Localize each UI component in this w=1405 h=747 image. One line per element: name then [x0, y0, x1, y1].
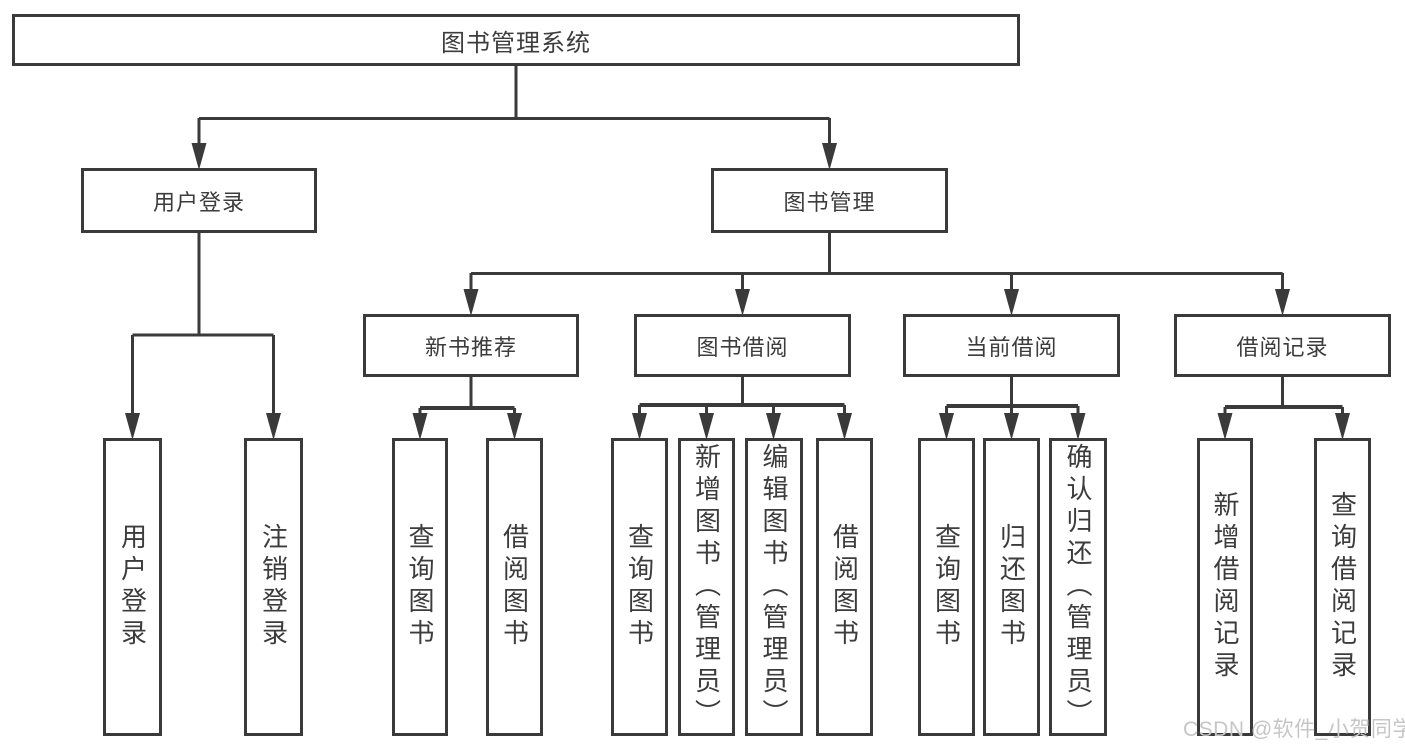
leaf-borrow-books-1-label: 借阅图书 [499, 523, 530, 651]
leaf-logout: 注销登录 [244, 438, 303, 736]
node-new-book-recommend: 新书推荐 [363, 314, 579, 377]
leaf-add-borrow-record-label: 新增借阅记录 [1210, 491, 1240, 683]
leaf-edit-books-admin-label: 编辑图书（管理员） [759, 443, 789, 731]
leaf-add-books-admin: 新增图书（管理员） [678, 438, 735, 736]
leaf-query-books-1-label: 查询图书 [405, 523, 435, 651]
node-current-borrowing: 当前借阅 [903, 314, 1120, 377]
csdn-watermark: CSDN @软件_小贺同学 [1183, 718, 1405, 741]
leaf-borrow-books-2-label: 借阅图书 [829, 523, 860, 651]
node-book-borrowing-label: 图书借阅 [696, 334, 789, 360]
leaf-logout-label: 注销登录 [258, 523, 289, 651]
leaf-query-borrow-record: 查询借阅记录 [1314, 438, 1371, 736]
leaf-borrow-books-1: 借阅图书 [486, 438, 543, 736]
node-new-book-recommend-label: 新书推荐 [424, 334, 517, 360]
leaf-query-books-3: 查询图书 [918, 438, 975, 736]
leaf-confirm-return-admin: 确认归还（管理员） [1049, 438, 1107, 736]
leaf-user-login-label: 用户登录 [117, 523, 148, 651]
node-borrowing-records-label: 借阅记录 [1236, 334, 1329, 360]
leaf-user-login: 用户登录 [103, 438, 162, 736]
node-book-management: 图书管理 [711, 168, 948, 233]
leaf-edit-books-admin: 编辑图书（管理员） [745, 438, 803, 736]
node-current-borrowing-label: 当前借阅 [965, 334, 1058, 360]
node-root-label: 图书管理系统 [441, 29, 591, 57]
leaf-return-books: 归还图书 [983, 438, 1040, 736]
node-user-login-label: 用户登录 [152, 189, 245, 215]
leaf-add-books-admin-label: 新增图书（管理员） [691, 443, 722, 731]
leaf-return-books-label: 归还图书 [996, 523, 1027, 651]
arrowheads [125, 143, 1350, 440]
leaf-add-borrow-record: 新增借阅记录 [1197, 438, 1253, 736]
leaf-borrow-books-2: 借阅图书 [816, 438, 873, 736]
node-book-borrowing: 图书借阅 [634, 314, 851, 377]
leaf-confirm-return-admin-label: 确认归还（管理员） [1063, 443, 1093, 731]
leaf-query-books-2-label: 查询图书 [624, 523, 655, 651]
node-book-management-label: 图书管理 [783, 189, 876, 215]
leaf-query-books-1: 查询图书 [392, 438, 448, 736]
leaf-query-books-3-label: 查询图书 [931, 523, 962, 651]
leaf-query-books-2: 查询图书 [611, 438, 668, 736]
node-borrowing-records: 借阅记录 [1174, 314, 1391, 377]
node-root: 图书管理系统 [12, 14, 1020, 66]
leaf-query-borrow-record-label: 查询借阅记录 [1327, 491, 1358, 683]
node-user-login: 用户登录 [81, 168, 317, 233]
